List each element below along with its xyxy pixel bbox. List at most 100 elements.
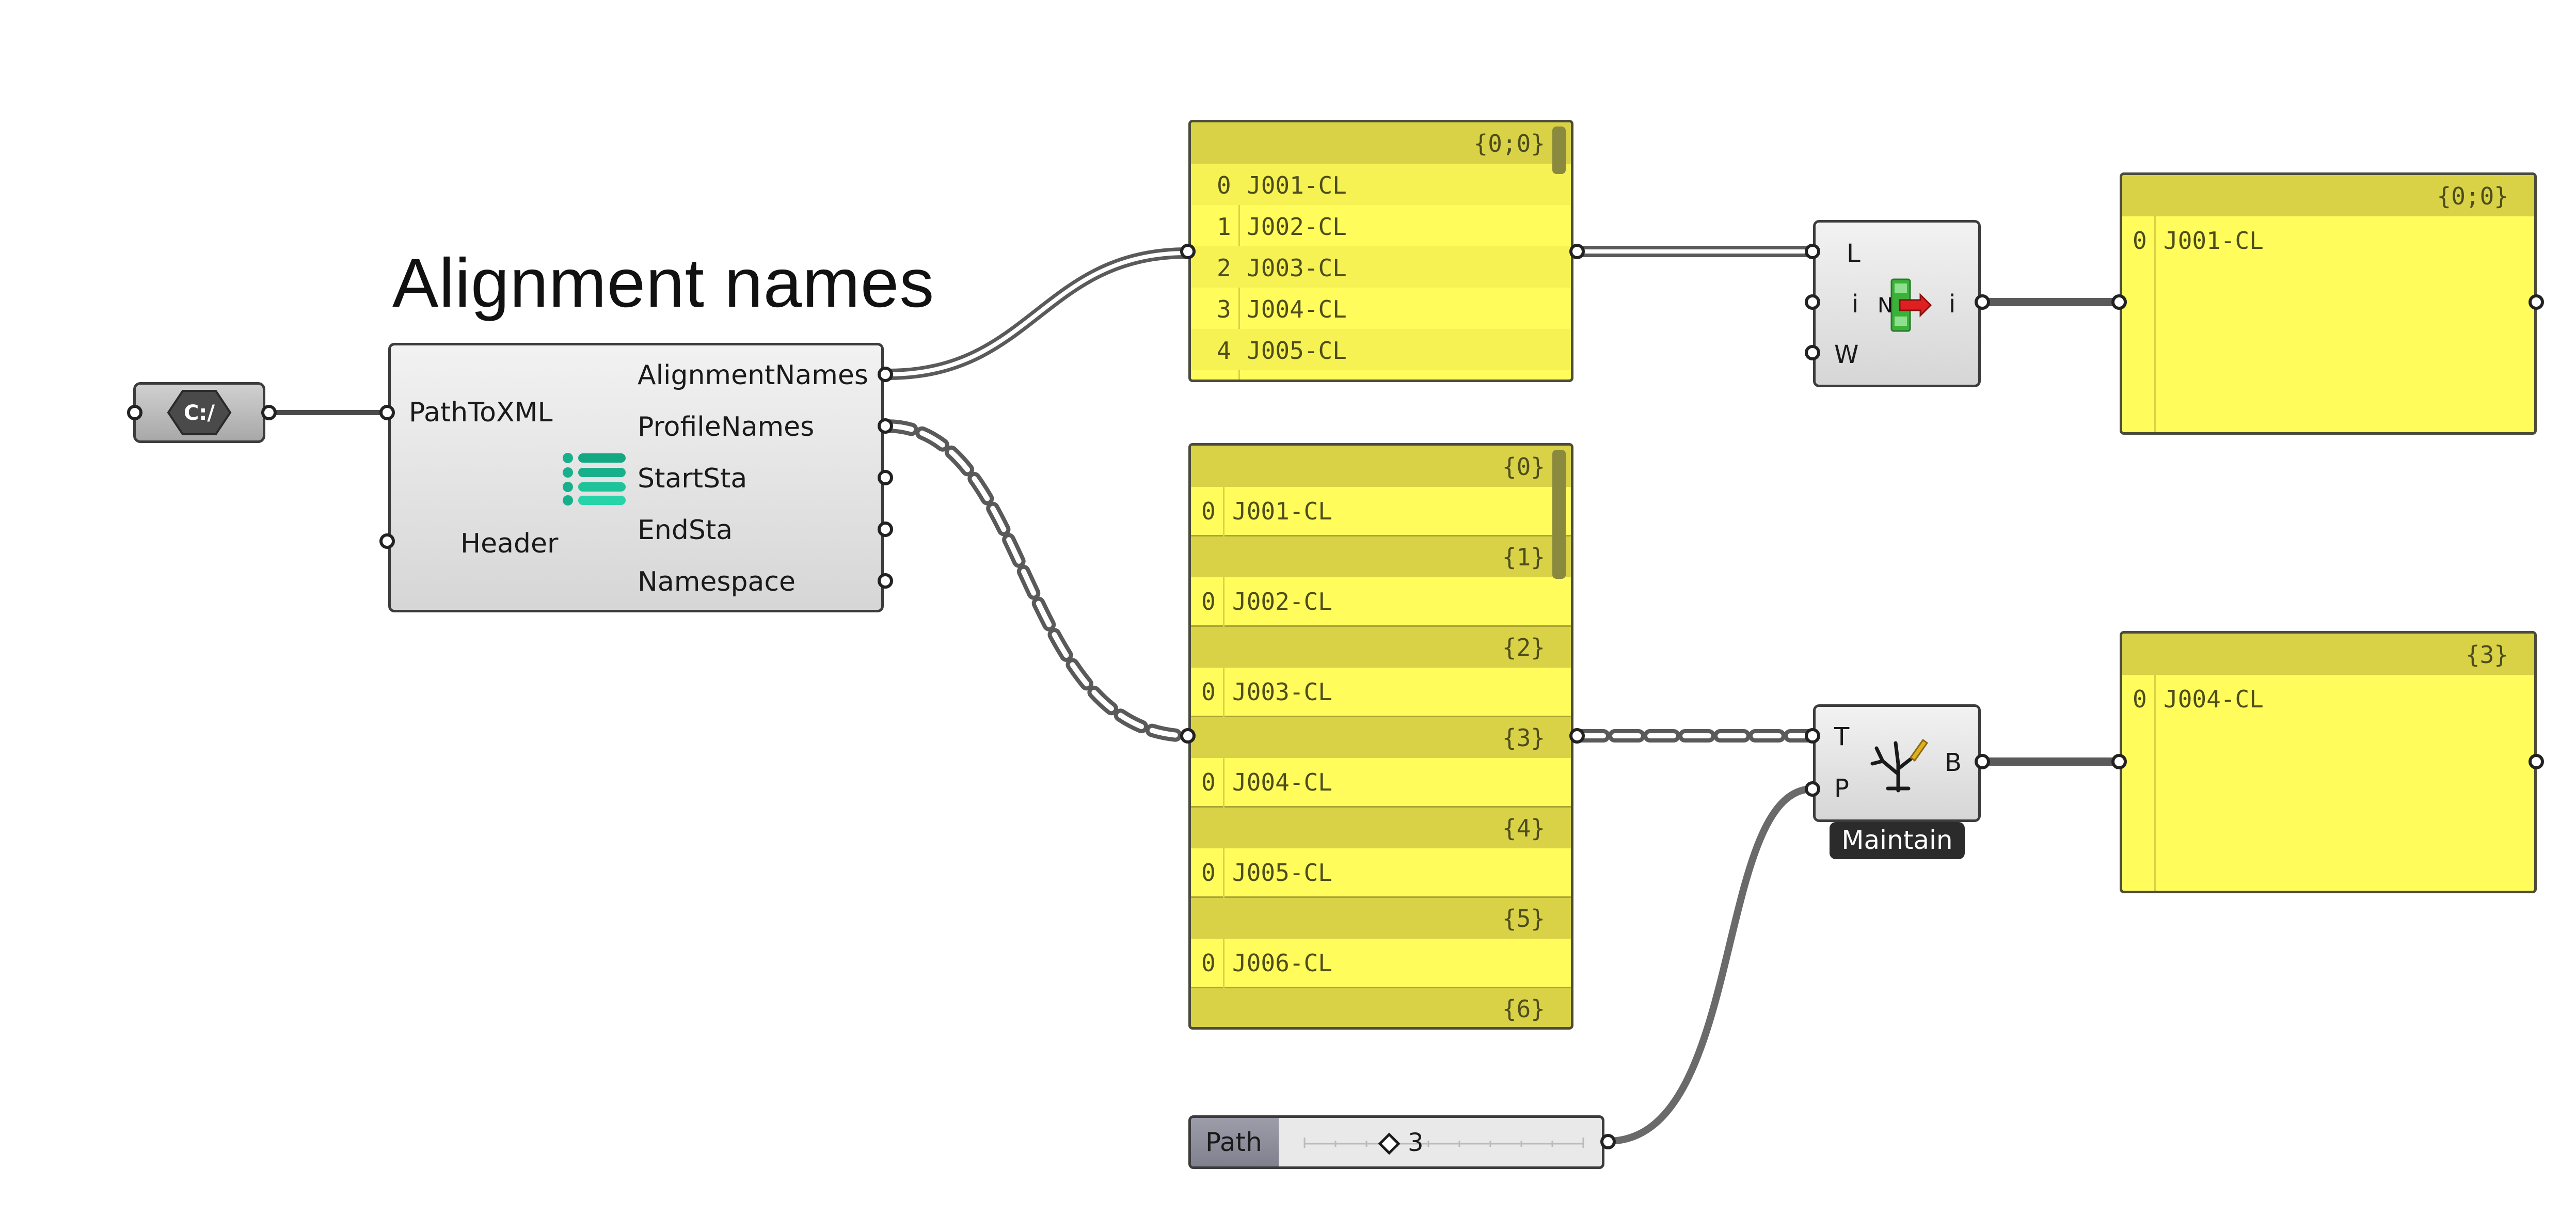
folder-path-icon: C:/ [167, 390, 232, 435]
row-value: J003-CL [1232, 678, 1332, 706]
row-index: 4 [1217, 337, 1231, 365]
branch-path: {5} [1502, 905, 1545, 933]
output-grip-startsta[interactable] [878, 470, 893, 485]
list-item-component[interactable]: L i W i N [1813, 220, 1981, 387]
row-index: 3 [1217, 295, 1231, 323]
panel-header [1191, 122, 1571, 164]
output-label-namespace: Namespace [638, 566, 796, 597]
list-data-icon [563, 453, 626, 506]
row-index: 0 [1201, 497, 1216, 525]
row-index: 0 [1201, 678, 1216, 706]
input-grip-header[interactable] [379, 533, 395, 549]
branch-caption: Maintain [1830, 822, 1965, 859]
row-index: 0 [1201, 949, 1216, 977]
slider-label-bg [1191, 1118, 1279, 1166]
list-item-icon: N [1878, 278, 1932, 332]
list-item-icon-letter: N [1878, 294, 1893, 318]
input-label-p: P [1834, 774, 1849, 803]
alignment-reader-component[interactable]: PathToXML Header AlignmentNames ProfileN… [388, 343, 884, 612]
slider-value: 3 [1408, 1128, 1424, 1157]
branch-path: {4} [1502, 814, 1545, 842]
panel-output-grip[interactable] [2529, 754, 2544, 769]
row-value: J006-CL [1232, 949, 1332, 977]
panel-scrollbar[interactable] [1552, 127, 1566, 174]
panel-output-grip[interactable] [1569, 244, 1585, 259]
row-value: J001-CL [1247, 171, 1347, 199]
list-item-input-grip-l[interactable] [1805, 244, 1820, 259]
output-grip-namespace[interactable] [878, 573, 893, 589]
wire-slider-to-branch [1604, 785, 1816, 1145]
row-value: J001-CL [1232, 497, 1332, 525]
panel-path: {3} [2465, 641, 2508, 669]
row-value: J004-CL [1247, 295, 1347, 323]
row-index: 0 [1217, 171, 1231, 199]
path-slider[interactable]: Path 3 [1188, 1115, 1604, 1169]
panel-list-item-result[interactable]: {0;0} 0 J001-CL [2120, 172, 2537, 435]
row-value: J004-CL [1232, 768, 1332, 796]
branch-path: {1} [1502, 543, 1545, 571]
panel-input-grip[interactable] [1180, 728, 1196, 744]
panel-input-grip[interactable] [2111, 294, 2127, 310]
output-grip-endsta[interactable] [878, 522, 893, 537]
row-index: 0 [2133, 227, 2147, 255]
branch-path: {3} [1502, 724, 1545, 752]
output-label-startsta: StartSta [638, 463, 748, 494]
slider-output-grip[interactable] [1600, 1134, 1616, 1149]
row-value: J003-CL [1247, 254, 1347, 282]
input-label-t: T [1834, 722, 1850, 751]
panel-input-grip[interactable] [2111, 754, 2127, 769]
row-value: J005-CL [1247, 337, 1347, 365]
branch-path: {6} [1502, 995, 1545, 1023]
output-label-i: i [1949, 290, 1956, 319]
input-grip-pathtoxml[interactable] [379, 405, 395, 420]
wire-profile-names [881, 419, 1194, 743]
output-grip-alignmentnames[interactable] [878, 367, 893, 382]
panel-branch-result[interactable]: {3} 0 J004-CL [2120, 631, 2537, 893]
branch-input-grip-t[interactable] [1805, 728, 1820, 744]
row-index: 0 [1201, 588, 1216, 615]
panel-path: {0;0} [1473, 130, 1545, 157]
tree-branch-icon [1870, 738, 1929, 793]
row-index: 1 [1217, 213, 1231, 241]
output-label-profilenames: ProfileNames [638, 412, 815, 443]
file-path-param[interactable]: C:/ [133, 382, 265, 443]
branch-output-grip[interactable] [1975, 754, 1990, 769]
list-item-output-grip[interactable] [1975, 294, 1990, 310]
input-label-l: L [1847, 239, 1861, 268]
slider-label: Path [1205, 1127, 1262, 1157]
output-label-endsta: EndSta [638, 515, 733, 546]
input-label-i: i [1852, 290, 1859, 319]
row-value: J002-CL [1247, 213, 1347, 241]
branch-path: {0} [1502, 453, 1545, 481]
panel-alignment-names[interactable]: {0;0} 0 J001-CL 1 J002-CL 2 J003-CL 3 J0… [1188, 120, 1573, 382]
slider-track [1303, 1138, 1584, 1148]
panel-profile-names[interactable]: {0} 0 J001-CL {1} 0 J002-CL {2} 0 J003-C… [1188, 443, 1573, 1030]
panel-output-grip[interactable] [2529, 294, 2544, 310]
row-index: 0 [1201, 768, 1216, 796]
panel-path: {0;0} [2437, 182, 2508, 210]
row-index: 0 [2133, 685, 2147, 713]
panel-output-grip[interactable] [1569, 728, 1585, 744]
row-index: 0 [1201, 859, 1216, 887]
panel-input-grip[interactable] [1180, 244, 1196, 259]
input-label-header: Header [460, 528, 559, 559]
input-label-pathtoxml: PathToXML [409, 397, 553, 428]
row-value: J002-CL [1232, 588, 1332, 615]
row-value: J005-CL [1232, 859, 1332, 887]
row-index: 2 [1217, 254, 1231, 282]
output-label-alignmentnames: AlignmentNames [638, 360, 868, 391]
row-value: J004-CL [2164, 685, 2264, 713]
output-grip-profilenames[interactable] [878, 418, 893, 434]
output-label-b: B [1945, 748, 1962, 777]
branch-path: {2} [1502, 634, 1545, 661]
list-item-input-grip-w[interactable] [1805, 345, 1820, 360]
branch-input-grip-p[interactable] [1805, 781, 1820, 797]
file-path-output-grip[interactable] [261, 405, 277, 420]
file-path-input-grip[interactable] [127, 405, 142, 420]
list-item-input-grip-i[interactable] [1805, 294, 1820, 310]
slider-handle-icon[interactable] [1378, 1132, 1401, 1155]
panel-scrollbar[interactable] [1552, 450, 1566, 579]
tree-branch-component[interactable]: T P B [1813, 704, 1981, 822]
canvas-title: Alignment names [392, 245, 935, 322]
